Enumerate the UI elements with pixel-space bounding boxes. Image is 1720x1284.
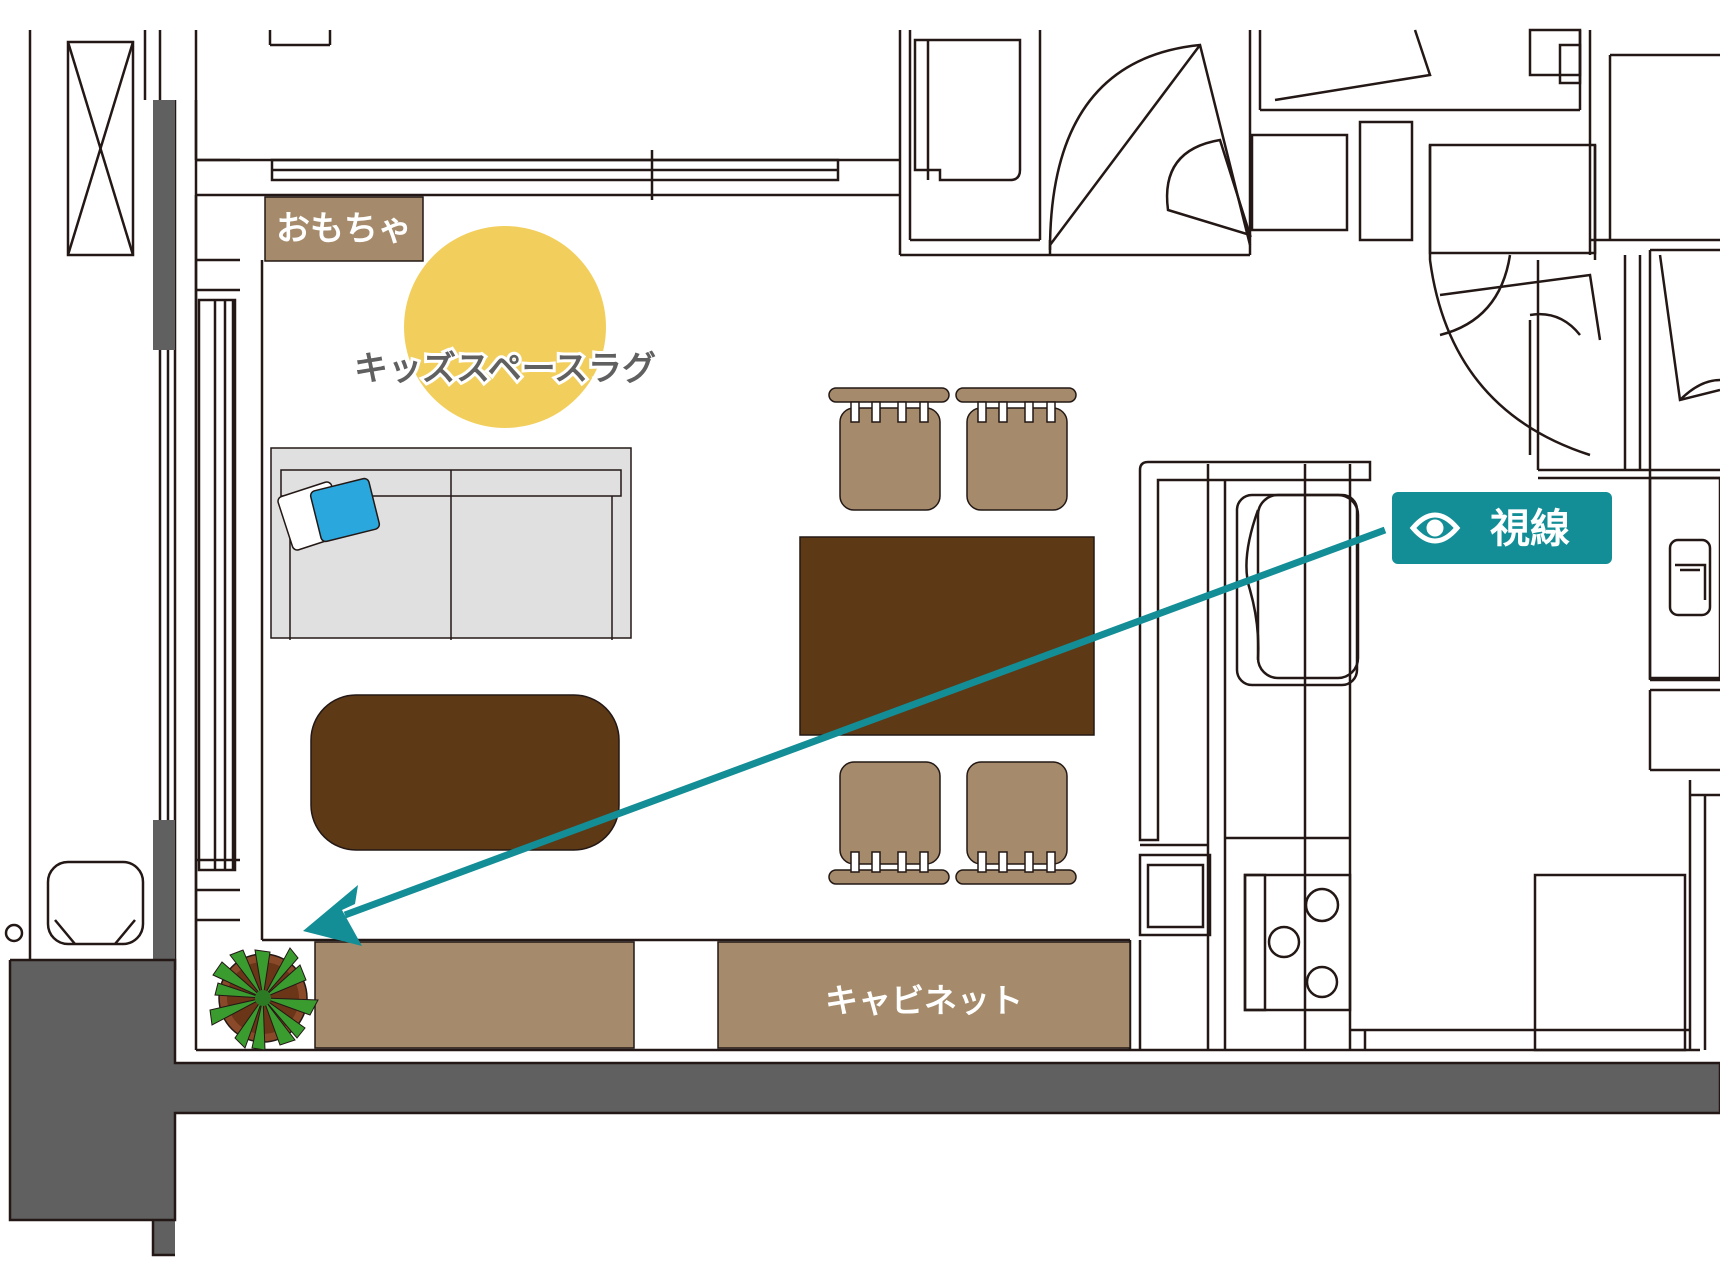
chair-top-left [828,387,950,511]
toys-box [264,196,424,262]
sofa [270,447,632,640]
cabinet-label: キャビネット [825,981,1023,1020]
kids-rug [404,226,606,428]
dining-table [799,536,1095,736]
chair-bottom-right [955,761,1077,885]
view-badge-label: 視線 [1490,506,1570,552]
structural-walls [10,100,1720,1255]
blue-cushion [309,477,381,543]
view-badge: 視線 [1392,492,1612,564]
interior-wall-lines [194,28,1720,1052]
kitchen-area [1128,460,1720,1050]
potted-plant-icon [209,947,319,1051]
dining-chairs [828,387,1077,885]
chair-bottom-left [828,761,950,885]
toys-label: おもちゃ [276,209,412,249]
left-window-structure [4,30,240,970]
door-swings [1048,29,1720,457]
coffee-table [310,694,620,851]
low-cabinet-left [314,941,635,1049]
chair-top-right [955,387,1077,511]
cabinet [717,941,1131,1049]
eye-icon [1409,512,1461,544]
sightline-arrow [303,526,1387,946]
kids-rug-label: キッズスペースラグ [354,349,656,389]
